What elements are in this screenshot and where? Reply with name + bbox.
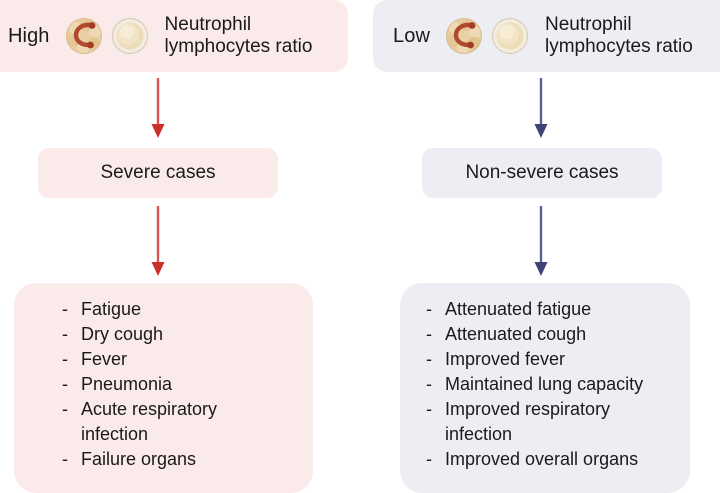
- cell-icon-group-high: [62, 15, 152, 57]
- list-item-label: Acute respiratory infection: [81, 399, 218, 444]
- list-item: - Improved respiratory infection: [410, 397, 680, 447]
- non-severe-outcome-list: - Attenuated fatigue - Attenuated cough …: [410, 297, 680, 472]
- cell-icon-group-low: [442, 15, 532, 57]
- bullet-dash: -: [62, 299, 68, 319]
- list-item-label: Improved overall organs: [445, 449, 639, 469]
- list-item-label: Pneumonia: [81, 374, 173, 394]
- arrow-high-to-severe: [151, 78, 165, 138]
- list-item-label: Attenuated fatigue: [445, 299, 592, 319]
- list-item: - Failure organs: [24, 447, 303, 472]
- header-band-high: High: [0, 0, 348, 72]
- list-item: - Maintained lung capacity: [410, 372, 680, 397]
- severe-cases-box: Severe cases: [38, 148, 278, 198]
- lymphocyte-cell-icon: [111, 17, 148, 55]
- bullet-dash: -: [62, 374, 68, 394]
- list-item: - Dry cough: [24, 322, 303, 347]
- list-item: - Acute respiratory infection: [24, 397, 303, 447]
- non-severe-cases-box: Non-severe cases: [422, 148, 662, 198]
- list-item-label: Improved fever: [445, 349, 566, 369]
- bullet-dash: -: [426, 399, 432, 419]
- neutrophil-cell-icon: [65, 18, 102, 54]
- bullet-dash: -: [426, 349, 432, 369]
- bullet-dash: -: [426, 324, 432, 344]
- list-item: - Fatigue: [24, 297, 303, 322]
- arrow-nonsevere-to-outcomes: [534, 206, 548, 276]
- arrow-low-to-nonsevere: [534, 78, 548, 138]
- list-item: - Improved fever: [410, 347, 680, 372]
- list-item-label: Maintained lung capacity: [445, 374, 644, 394]
- list-item-label: Attenuated cough: [445, 324, 587, 344]
- severe-cases-label: Severe cases: [100, 162, 216, 183]
- severe-symptoms-box: - Fatigue - Dry cough - Fever - Pneumoni…: [14, 283, 313, 493]
- list-item-label: Failure organs: [81, 449, 197, 469]
- neutrophil-cell-icon: [446, 18, 482, 54]
- non-severe-cases-label: Non-severe cases: [465, 162, 619, 183]
- level-label-high: High: [8, 24, 50, 47]
- bullet-dash: -: [62, 349, 68, 369]
- list-item-label: Fatigue: [81, 299, 142, 319]
- ratio-label-low: Neutrophil lymphocytes ratio: [545, 14, 693, 57]
- list-item-label: Improved respiratory infection: [445, 399, 611, 444]
- bullet-dash: -: [62, 399, 68, 419]
- list-item: - Attenuated cough: [410, 322, 680, 347]
- list-item-label: Fever: [81, 349, 128, 369]
- ratio-label-high: Neutrophil lymphocytes ratio: [164, 14, 313, 57]
- bullet-dash: -: [426, 449, 432, 469]
- bullet-dash: -: [426, 299, 432, 319]
- bullet-dash: -: [426, 374, 432, 394]
- list-item: - Attenuated fatigue: [410, 297, 680, 322]
- list-item: - Improved overall organs: [410, 447, 680, 472]
- level-label-low: Low: [393, 24, 430, 47]
- bullet-dash: -: [62, 449, 68, 469]
- severe-symptom-list: - Fatigue - Dry cough - Fever - Pneumoni…: [24, 297, 303, 472]
- list-item-label: Dry cough: [81, 324, 164, 344]
- lymphocyte-cell-icon: [491, 17, 529, 55]
- list-item: - Pneumonia: [24, 372, 303, 397]
- list-item: - Fever: [24, 347, 303, 372]
- header-band-low: Low: [373, 0, 720, 72]
- arrow-severe-to-symptoms: [151, 206, 165, 276]
- non-severe-outcomes-box: - Attenuated fatigue - Attenuated cough …: [400, 283, 690, 493]
- bullet-dash: -: [62, 324, 68, 344]
